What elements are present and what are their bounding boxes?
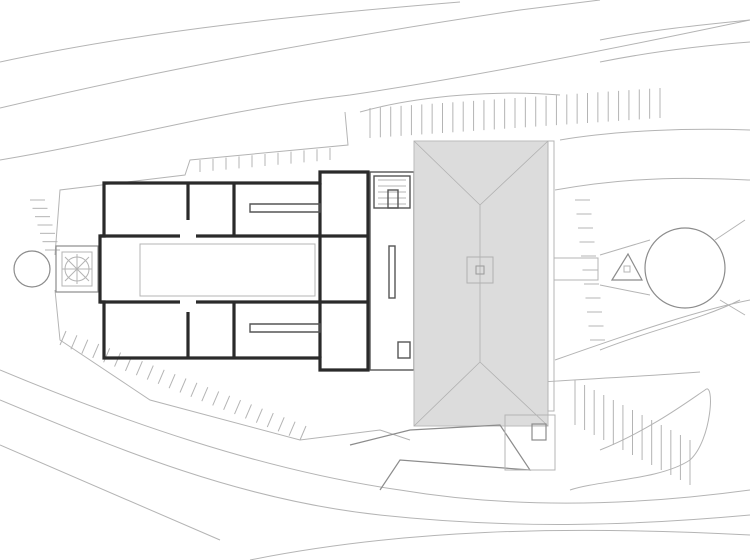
corridor (369, 171, 415, 371)
hatch-line (135, 361, 143, 376)
hatch-line (70, 335, 78, 350)
hatch-line (234, 399, 242, 415)
hatch-line (212, 391, 220, 406)
hatch-line (59, 330, 67, 346)
hall-roof (413, 140, 555, 427)
lower-entrance (349, 414, 556, 491)
hatch-line (244, 404, 252, 419)
hatch-line (168, 373, 176, 389)
hatch-line (288, 421, 296, 436)
building-walls (98, 170, 370, 372)
hatch-line (223, 395, 231, 410)
hatch-line (201, 386, 209, 402)
hatch-line (81, 339, 89, 354)
hatch-line (266, 412, 274, 428)
hatch-line (255, 408, 263, 423)
hatch-line (92, 343, 100, 359)
slope-hatching (30, 88, 691, 485)
hatch-line (277, 417, 285, 432)
hatch-line (146, 365, 154, 380)
hatch-line (103, 348, 111, 363)
hatch-line (190, 382, 198, 398)
hatch-line (179, 378, 187, 393)
hatch-line (157, 369, 165, 385)
tower-stair (13, 245, 99, 293)
hatch-line (299, 425, 307, 441)
roundabout (553, 219, 746, 316)
